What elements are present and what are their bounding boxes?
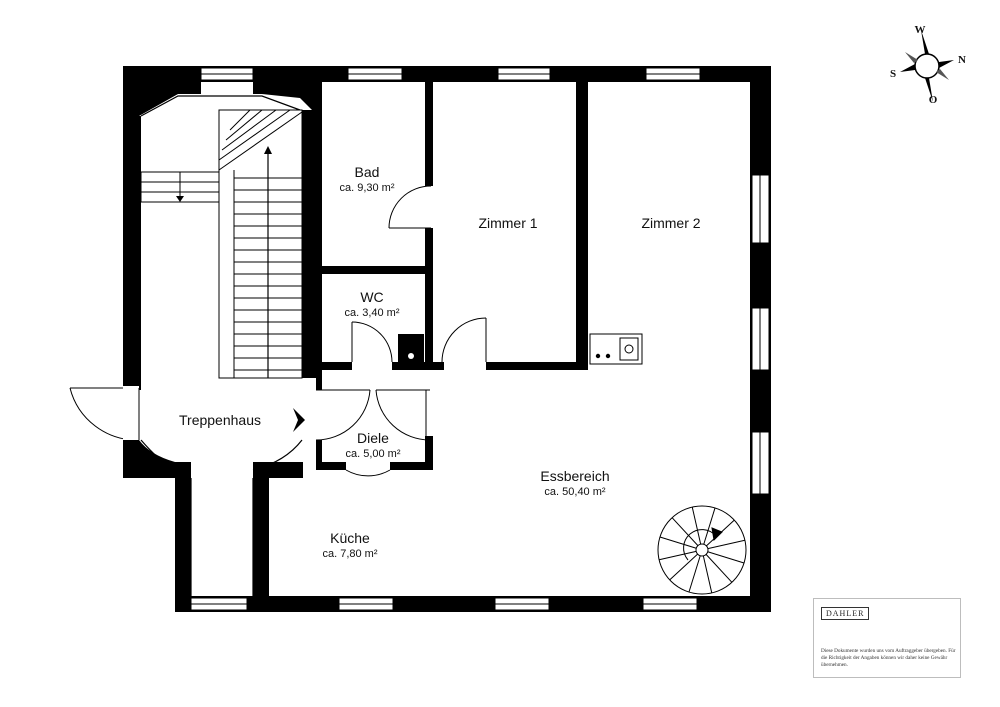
room-name-essbereich: Essbereich — [540, 468, 609, 484]
room-name-treppenhaus: Treppenhaus — [179, 412, 261, 428]
spiral-tread — [703, 507, 716, 545]
spiral-staircase — [657, 505, 747, 595]
spiral-tread — [669, 553, 698, 581]
room-area-diele: ca. 5,00 m² — [345, 448, 400, 460]
compass-south: S — [890, 68, 896, 80]
stove-plate — [605, 353, 611, 359]
room-area-wc: ca. 3,40 m² — [344, 307, 399, 319]
room-area-essbereich: ca. 50,40 m² — [544, 486, 605, 498]
spiral-tread — [702, 555, 713, 594]
disclaimer-box: DAHLER Diese Dokumente wurden uns vom Au… — [813, 598, 961, 678]
spiral-tread — [688, 555, 701, 593]
spiral-tread — [707, 539, 746, 550]
interior-walls — [263, 82, 588, 596]
spiral-tread — [705, 554, 733, 583]
stairwell-door — [315, 389, 371, 441]
spiral-arrow-head-icon — [711, 527, 723, 542]
kitchenette — [589, 333, 643, 365]
down-arrow-icon — [176, 196, 184, 202]
stair-tread — [221, 109, 277, 151]
stair-tread — [229, 109, 251, 131]
compass-north: N — [958, 54, 966, 66]
stair-tread — [218, 111, 303, 171]
room-name-zimmer1: Zimmer 1 — [478, 215, 537, 231]
doors — [345, 185, 487, 477]
room-area-kueche: ca. 7,80 m² — [322, 548, 377, 560]
shaft-marker — [408, 353, 414, 359]
stove-plate — [595, 353, 601, 359]
room-name-bad: Bad — [355, 164, 380, 180]
spiral-tread — [707, 551, 745, 564]
compass-east: O — [929, 94, 938, 106]
spiral-tread — [659, 536, 697, 549]
spiral-arrow — [683, 529, 717, 561]
room-name-wc: WC — [360, 289, 383, 305]
brand-logo: DAHLER — [821, 607, 870, 620]
entrance-chevron-icon — [293, 408, 305, 432]
stairwell-outline — [140, 95, 303, 596]
room-name-zimmer2: Zimmer 2 — [641, 215, 700, 231]
compass-west: W — [915, 24, 926, 36]
winding-stair — [218, 109, 303, 379]
room-name-kueche: Küche — [330, 530, 370, 546]
spiral-tread — [658, 550, 697, 561]
spiral-tread — [691, 506, 702, 545]
room-area-bad: ca. 9,30 m² — [339, 182, 394, 194]
stair-tread — [218, 109, 291, 161]
up-arrow-icon — [264, 146, 272, 154]
spiral-tread — [671, 517, 699, 546]
disclaimer-text: Diese Dokumente wurden uns vom Auftragge… — [821, 648, 956, 668]
stair-tread — [225, 109, 263, 141]
window-mullions — [191, 73, 761, 605]
room-name-diele: Diele — [357, 430, 389, 446]
entry-door — [69, 386, 140, 441]
room-labels: Bad ca. 9,30 m² Zimmer 1 Zimmer 2 WC ca.… — [179, 164, 701, 560]
compass-rose-icon: W N S O — [890, 24, 966, 106]
